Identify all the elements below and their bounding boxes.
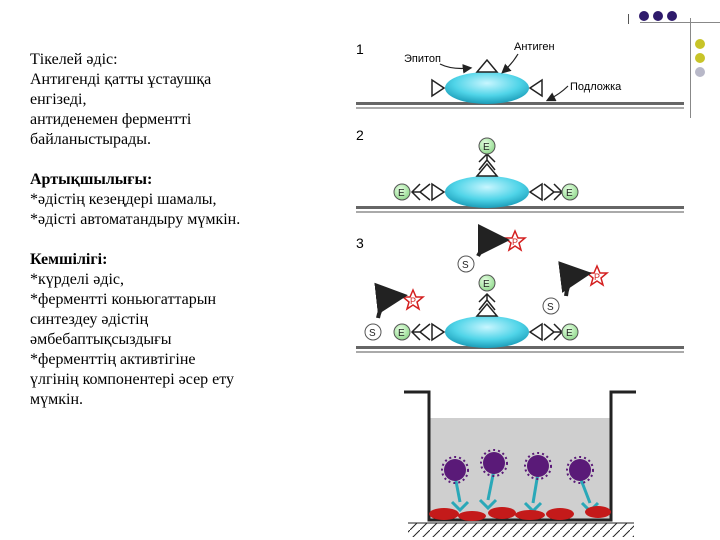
arrow [501,53,519,74]
enzyme-circle [561,183,579,201]
disadvantages-line: *ферментті коньюгаттарын [30,291,217,308]
bound-antigen [546,508,574,520]
bound-antigen [515,510,545,520]
enzyme-letter: E [398,188,405,199]
epitope-triangle [528,322,543,342]
method-line: антиденемен ферментті [30,111,192,128]
enzyme-letter: E [566,328,573,339]
advantages-line: *әдісті автоматандыру мүмкін. [30,211,241,228]
method-line: енгізеді, [30,91,87,108]
epitope-label: Эпитоп [404,53,441,65]
method-line: Антигенді қатты ұстаушқа [30,71,212,88]
disadvantages-line: синтездеу әдістің [30,311,149,328]
product-letter: P [594,272,600,282]
arrow [545,85,569,102]
enzyme-circle [478,137,496,155]
substrate-circle [364,323,382,341]
epitope-triangle [431,182,446,202]
well-hatch [408,522,634,537]
step-2-number: 2 [356,127,364,143]
enzyme-circle [561,323,579,341]
substrate-letter: S [369,328,376,339]
enzyme-circle [393,323,411,341]
antigen-blob [445,316,529,348]
advantages-title: Артықшылығы: [30,171,153,188]
method-line: байланыстырады. [30,131,152,148]
antibody-y [410,183,431,201]
disadvantages-line: әмбебаптықсыздығы [30,331,172,348]
curved-arrow [374,282,408,319]
substrate-letter: S [547,302,554,313]
antigen-blob [445,72,529,104]
step-1-number: 1 [356,41,364,57]
bead-antibody [566,456,600,514]
method-block: Тікелей әдіс: Антигенді қатты ұстаушқа е… [30,50,340,150]
antibody-y [543,323,564,341]
enzyme-letter: E [566,188,573,199]
product-star: P [584,264,610,287]
disadvantages-line: *ферменттің активтігіне [30,351,196,368]
enzyme-letter: E [483,142,490,153]
plate-line [356,102,684,109]
product-star: P [502,229,528,252]
epitope-triangle [475,162,499,177]
deco-line-horizontal [640,22,720,23]
enzyme-circle [393,183,411,201]
bound-antigen [429,508,459,520]
bound-antigen [488,507,516,519]
substrate-label: Подложка [570,81,622,93]
disadvantages-block: Кемшілігі: *күрделі әдіс, *ферментті кон… [30,250,340,410]
curved-arrow [476,224,510,257]
epitope-triangle [528,78,543,98]
enzyme-circle [478,274,496,292]
plate-line [356,206,684,213]
substrate-circle [457,255,475,273]
antibody-y [543,183,564,201]
antibody-y [410,323,431,341]
method-title-bold: Тікелей әдіс [30,51,114,68]
disadvantages-line: *күрделі әдіс, [30,271,125,288]
bound-antigen [585,506,611,518]
antigen-label: Антиген [514,41,555,53]
plate-line [356,346,684,353]
bead-antibody [478,449,508,511]
text-column: Тікелей әдіс: Антигенді қатты ұстаушқа е… [30,50,340,430]
epitope-triangle [475,58,499,73]
deco-line-vertical [690,18,691,118]
product-letter: P [410,296,416,306]
epitope-triangle [431,322,446,342]
substrate-letter: S [462,260,469,271]
step-3-number: 3 [356,235,364,251]
panel-2: 2 E E E [356,127,684,213]
bead-antibody [441,456,470,513]
method-title: Тікелей әдіс: [30,50,340,70]
bound-antigen [458,511,486,521]
antibody-y [478,292,496,311]
epitope-triangle [431,78,446,98]
method-title-colon: : [113,51,118,68]
panel-3: 3 E E E S S S [356,224,684,353]
microplate-well [404,390,636,537]
well-walls [404,390,636,522]
epitope-triangle [475,302,499,317]
deco-tick [628,14,629,24]
product-letter: P [512,237,518,247]
panel-1: 1 Эпитоп Антиген Подложка [356,41,684,109]
arrow [439,63,473,74]
advantages-line: *әдістің кезеңдері шамалы, [30,191,217,208]
curved-arrow [558,261,592,297]
disadvantages-line: үлгінің компонентері әсер ету [30,371,235,388]
advantages-block: Артықшылығы: *әдістің кезеңдері шамалы, … [30,170,340,230]
disadvantages-line: мүмкін. [30,391,84,408]
enzyme-letter: E [398,328,405,339]
enzyme-letter: E [483,279,490,290]
product-star: P [400,288,426,311]
disadvantages-title: Кемшілігі: [30,251,108,268]
antigen-blob [445,176,529,208]
substrate-circle [542,297,560,315]
epitope-triangle [528,182,543,202]
